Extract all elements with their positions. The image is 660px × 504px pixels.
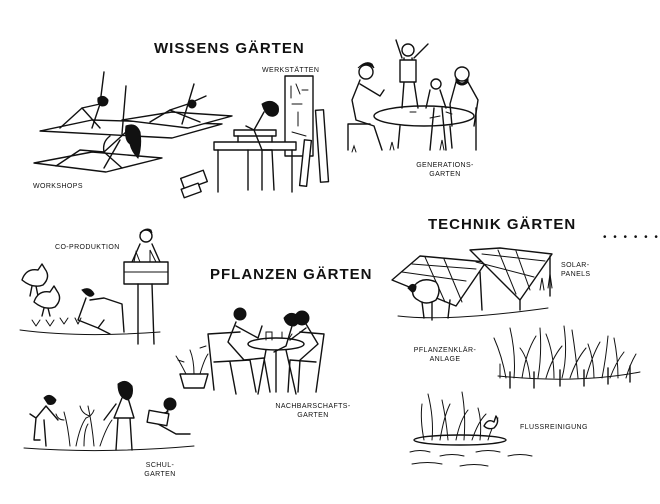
solarpanels-label-line2: PANELS [561, 271, 591, 278]
flussreinigung-label: FLUSSREINIGUNG [520, 424, 588, 431]
solarpanels-label-line1: SOLAR- [561, 262, 590, 269]
pflanzenklaeranlage-label: PFLANZENKLÄR- ANLAGE [412, 346, 478, 364]
school-garden-illustration [23, 380, 195, 452]
technik-gaerten-heading: TECHNIK GÄRTEN [428, 216, 577, 233]
decorative-dots: • • • • • • [603, 232, 660, 243]
nachbarschaftsgarten-label: NACHBARSCHAFTS- GARTEN [272, 402, 354, 420]
plant-treatment-illustration [493, 325, 641, 389]
nachbarschaftsgarten-label-line2: GARTEN [297, 412, 329, 419]
workshops-label: WORKSHOPS [33, 183, 83, 190]
solarpanels-label: SOLAR- PANELS [561, 261, 591, 279]
schulgarten-label-line2: GARTEN [144, 471, 176, 478]
wissens-gaerten-heading: WISSENS GÄRTEN [154, 40, 305, 57]
co-production-illustration [19, 228, 169, 345]
werkstaetten-label: WERKSTÄTTEN [262, 67, 320, 74]
workshop-bench-illustration [179, 75, 330, 199]
generations-garden-illustration [347, 39, 479, 153]
pflanzenklaeranlage-label-line2: ANLAGE [429, 356, 461, 363]
yoga-workshop-illustration [33, 71, 233, 173]
co-produktion-label: CO-PRODUKTION [55, 244, 120, 251]
pflanzenklaeranlage-label-line1: PFLANZENKLÄR- [413, 347, 477, 354]
nachbarschaftsgarten-label-line1: NACHBARSCHAFTS- [275, 403, 351, 410]
solar-panels-illustration [391, 247, 553, 321]
pflanzen-gaerten-heading: PFLANZEN GÄRTEN [210, 266, 373, 283]
generationsgarten-label-line1: GENERATIONS- [416, 162, 474, 169]
river-cleaning-illustration [409, 391, 533, 467]
generationsgarten-label: GENERATIONS- GARTEN [412, 161, 478, 179]
schulgarten-label-line1: SCHUL- [145, 462, 175, 469]
generationsgarten-label-line2: GARTEN [429, 171, 461, 178]
neighbourhood-garden-illustration [175, 307, 325, 395]
schulgarten-label: SCHUL- GARTEN [140, 461, 180, 479]
